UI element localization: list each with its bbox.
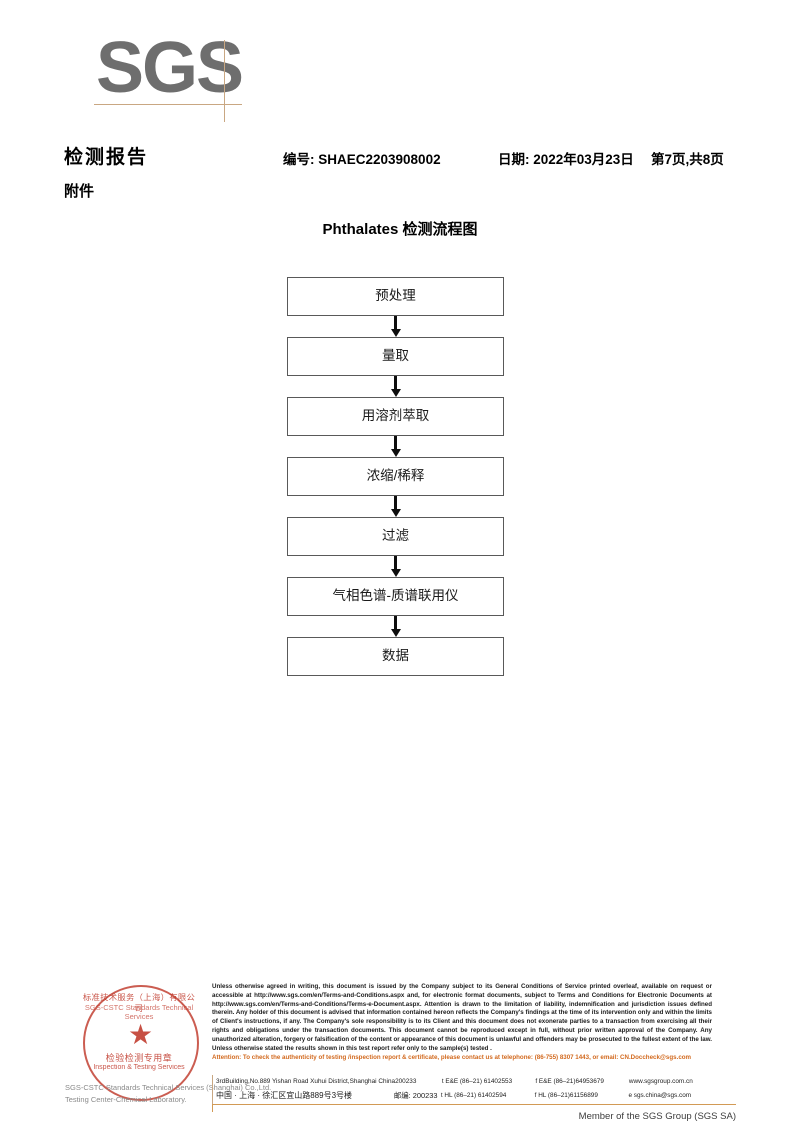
flow-node-gcms: 气相色谱-质谱联用仪 (287, 577, 504, 616)
flow-node-label: 过滤 (382, 527, 409, 543)
address-chinese: 中国 · 上海 · 徐汇区宜山路889号3号楼 (216, 1091, 353, 1101)
address-english: 3rdBuilding,No.889 Yishan Road Xuhui Dis… (216, 1077, 396, 1085)
logo-vertical-rule (224, 40, 225, 122)
fax-hl: f HL (86–21)61156899 (534, 1092, 598, 1100)
flow-node-label: 量取 (382, 347, 409, 363)
report-number: 编号: SHAEC2203908002 (283, 152, 441, 167)
address-block: 3rdBuilding,No.889 Yishan Road Xuhui Dis… (216, 1074, 736, 1103)
flow-arrow-down-icon (287, 436, 504, 457)
legal-attention-notice: Attention: To check the authenticity of … (212, 1054, 692, 1062)
seal-center-chinese-text: 检验检测专用章 (105, 1053, 173, 1063)
address-row-chinese: 中国 · 上海 · 徐汇区宜山路889号3号楼 邮编: 200233 t HL … (216, 1089, 736, 1104)
logo-horizontal-rule (94, 104, 242, 105)
tel-hl: t HL (86–21) 61402594 (440, 1092, 507, 1100)
footer-divider (212, 1104, 736, 1106)
flow-node-filtration: 过滤 (287, 517, 504, 556)
flow-node-label: 数据 (382, 647, 409, 663)
footer-divider-tick (212, 1104, 214, 1112)
fax-ee: f E&E (86–21)64953679 (535, 1077, 604, 1085)
email: e sgs.china@sgs.com (628, 1092, 692, 1100)
star-icon: ★ (128, 1019, 154, 1050)
sgs-logo-text: SGS (96, 28, 244, 108)
page-subtitle: 附件 (64, 183, 95, 200)
sgs-group-membership: Member of the SGS Group (SGS SA) (578, 1111, 736, 1122)
flow-node-solvent-extraction: 用溶剂萃取 (287, 397, 504, 436)
flowchart-title: Phthalates 检测流程图 (322, 221, 478, 238)
flow-node-pretreatment: 预处理 (287, 277, 504, 316)
flow-arrow-down-icon (287, 316, 504, 337)
flow-node-data: 数据 (287, 637, 504, 676)
flow-node-label: 气相色谱-质谱联用仪 (332, 587, 459, 603)
address-row-english: 3rdBuilding,No.889 Yishan Road Xuhui Dis… (216, 1074, 736, 1089)
address-left-rule (212, 1075, 213, 1104)
zip-english: 200233 (395, 1077, 417, 1085)
flowchart: 预处理 量取 用溶剂萃取 浓缩/稀释 过滤 气相色谱-质谱联用仪 数据 (287, 277, 504, 676)
website: www.sgsgroup.com.cn (628, 1077, 693, 1085)
flow-node-label: 用溶剂萃取 (361, 407, 430, 423)
flow-arrow-down-icon (287, 496, 504, 517)
flow-node-label: 浓缩/稀释 (366, 467, 425, 483)
seal-outer-english-text: SGS-CSTC Standards Technical Services (84, 1003, 194, 1021)
seal-outer-ring (83, 985, 199, 1101)
flow-node-concentration-dilution: 浓缩/稀释 (287, 457, 504, 496)
legal-disclaimer: Unless otherwise agreed in writing, this… (212, 983, 712, 1063)
tel-ee: t E&E (86–21) 61402553 (441, 1077, 513, 1085)
flow-arrow-down-icon (287, 616, 504, 637)
sgs-logo: SGS (94, 32, 256, 122)
flow-node-measuring: 量取 (287, 337, 504, 376)
company-seal-stamp: 标准技术服务（上海）有限公司 SGS-CSTC Standards Techni… (65, 985, 271, 1104)
page-title: 检测报告 (64, 147, 149, 168)
seal-center-english-text: Inspection & Testing Services (93, 1064, 185, 1071)
seal-outer-chinese-text: 标准技术服务（上海）有限公司 (82, 993, 196, 1013)
flow-node-label: 预处理 (375, 287, 416, 303)
report-date: 日期: 2022年03月23日 (498, 152, 634, 167)
seal-caption-line-2: Testing Center-Chemical Laboratory. (65, 1095, 187, 1104)
flow-arrow-down-icon (287, 556, 504, 577)
legal-disclaimer-body: Unless otherwise agreed in writing, this… (212, 983, 712, 1052)
page-footer: 标准技术服务（上海）有限公司 SGS-CSTC Standards Techni… (0, 975, 800, 1131)
zip-chinese: 邮编: 200233 (393, 1091, 438, 1101)
page-indicator: 第7页,共8页 (651, 152, 724, 167)
seal-caption-line-1: SGS-CSTC Standards Technical Services (S… (65, 1083, 272, 1092)
flow-arrow-down-icon (287, 376, 504, 397)
